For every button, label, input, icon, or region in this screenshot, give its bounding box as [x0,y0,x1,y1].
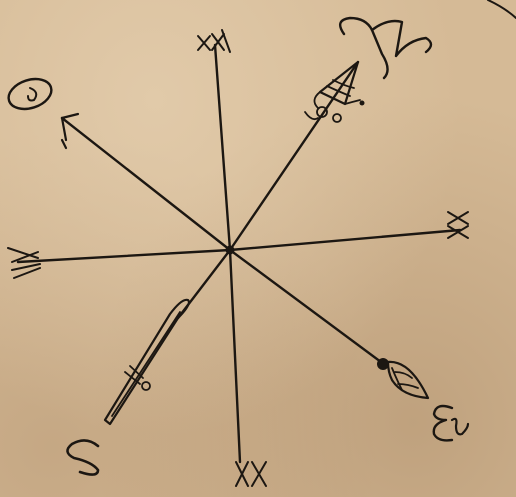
center-dot [226,246,235,255]
ray-east [230,230,460,250]
ray-northeast [230,62,358,250]
southwest-blade-ornament [105,300,189,424]
southeast-leaf-ornament [377,358,428,398]
ray-southeast [230,250,385,365]
compass-rays [18,45,460,462]
northeast-bell-ornament [305,62,365,122]
ray-northwest [62,118,230,250]
ray-south [230,250,240,462]
ray-west [18,250,230,262]
ray-north [215,45,230,250]
corner-arc [488,0,516,18]
